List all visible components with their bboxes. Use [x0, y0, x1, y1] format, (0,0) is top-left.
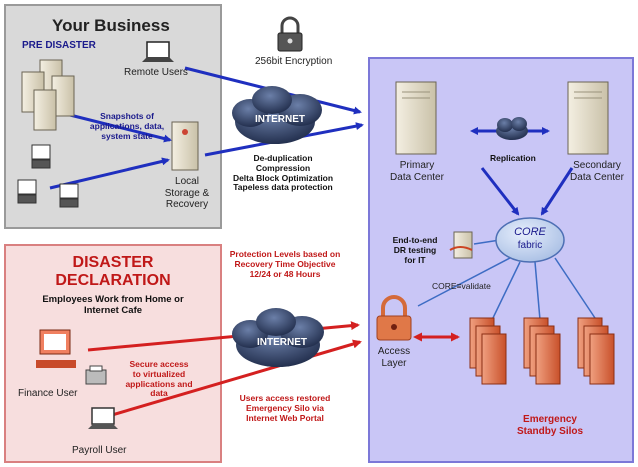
primary-line-1: Primary	[399, 160, 435, 171]
primary-line-2: Data Center	[390, 171, 444, 183]
users-access-line-2: Emergency Silo via	[246, 402, 324, 413]
access-layer-lock-icon	[376, 295, 412, 341]
internet-cloud-top	[232, 86, 322, 144]
core-label: CORE	[514, 226, 546, 238]
protection-levels-caption: Protection Levels based on Recovery Time…	[226, 249, 344, 279]
secure-access-line-2: to virtualized	[132, 368, 186, 379]
core-validate-label: CORE≡validate	[432, 281, 491, 291]
emergency-silo-rack-3	[577, 317, 615, 385]
arrow-servers-to-storage	[69, 113, 172, 143]
local-storage-line-1: Local	[175, 176, 199, 187]
local-storage-server-icon	[171, 121, 199, 171]
finance-user-label: Finance User	[18, 388, 78, 399]
primary-data-center-server-icon	[395, 81, 437, 155]
core-fabric-disk	[495, 217, 565, 263]
internet-label-bottom: INTERNET	[257, 337, 307, 348]
desktop-computers-icon	[17, 144, 79, 208]
emergency-silos-label: Emergency Standby Silos	[496, 414, 604, 437]
snapshots-line-3: system state	[101, 130, 153, 141]
protection-line-2: Recovery Time Objective	[234, 258, 336, 269]
link-core-to-silo-2	[534, 261, 541, 321]
internet-label-top: INTERNET	[255, 114, 305, 125]
snapshots-caption: Snapshots of applications, data, system …	[82, 111, 172, 141]
arrow-secondary-to-core	[540, 167, 574, 216]
users-access-line-1: Users access restored	[239, 393, 331, 403]
replication-cloud-icon	[496, 117, 528, 140]
disaster-title-line-1: DISASTER	[72, 254, 154, 271]
secondary-line-1: Secondary	[573, 160, 621, 171]
access-layer-line-1: Access	[377, 346, 411, 357]
protection-line-3: 12/24 or 48 Hours	[249, 268, 321, 279]
features-caption: De-duplication Compression Delta Block O…	[228, 153, 338, 193]
disaster-subtitle-line-1: Employees Work from Home or	[42, 294, 184, 305]
fabric-label: fabric	[517, 240, 543, 251]
finance-user-computer-icon	[36, 329, 76, 368]
dr-testing-caption: End-to-end DR testing for IT	[384, 235, 446, 265]
secondary-data-center-label: Secondary Data Center	[562, 160, 632, 183]
feature-deduplication: De-duplication	[253, 153, 313, 163]
users-access-line-3: Internet Web Portal	[246, 412, 324, 423]
emergency-line-1: Emergency	[523, 414, 577, 425]
padlock-icon	[277, 16, 303, 52]
dr-testing-line-1: End-to-end	[392, 235, 438, 245]
secure-access-caption: Secure access to virtualized application…	[116, 359, 202, 399]
secure-access-line-3: applications and	[125, 378, 193, 389]
disaster-title-line-2: DECLARATION	[55, 272, 171, 289]
secure-access-line-4: data	[150, 388, 168, 399]
remote-users-label: Remote Users	[124, 67, 188, 78]
link-core-to-silo-1	[491, 261, 521, 321]
snapshots-line-1: Snapshots of	[100, 111, 154, 121]
core-validate-server-icon	[449, 231, 473, 259]
pre-disaster-label: PRE DISASTER	[22, 40, 96, 51]
local-storage-line-3: Recovery	[165, 199, 209, 210]
disaster-subtitle: Employees Work from Home or Internet Caf…	[4, 294, 222, 317]
emergency-silo-rack-2	[523, 317, 561, 385]
local-storage-caption: Local Storage & Recovery	[164, 176, 210, 211]
arrow-desktops-to-storage	[49, 157, 170, 190]
feature-compression: Compression	[255, 162, 311, 173]
users-access-caption: Users access restored Emergency Silo via…	[232, 393, 338, 423]
payroll-user-laptop-icon	[88, 407, 118, 429]
access-layer-line-2: Layer	[381, 357, 407, 369]
arrow-primary-to-core	[480, 167, 520, 216]
access-layer-label: Access Layer	[372, 346, 416, 369]
emergency-silo-rack-1	[469, 317, 507, 385]
primary-data-center-label: Primary Data Center	[388, 160, 446, 183]
emergency-line-2: Standby Silos	[516, 425, 584, 437]
payroll-user-label: Payroll User	[72, 445, 127, 456]
secondary-data-center-server-icon	[567, 81, 609, 155]
secondary-line-2: Data Center	[570, 171, 624, 183]
local-storage-line-2: Storage &	[164, 187, 210, 199]
feature-tapeless: Tapeless data protection	[233, 182, 333, 193]
snapshots-line-2: applications, data,	[89, 120, 165, 131]
feature-delta-block: Delta Block Optimization	[232, 172, 334, 183]
link-core-to-access	[417, 257, 511, 307]
disaster-subtitle-line-2: Internet Cafe	[83, 304, 143, 316]
laptop-icon	[142, 41, 174, 62]
printer-icon	[85, 365, 107, 385]
dr-testing-line-3: for IT	[404, 254, 426, 265]
server-cluster-icon	[21, 59, 75, 131]
secure-access-line-1: Secure access	[129, 359, 189, 369]
replication-label: Replication	[490, 153, 536, 163]
protection-line-1: Protection Levels based on	[229, 249, 341, 259]
dr-testing-line-2: DR testing	[393, 244, 437, 255]
link-core-to-silo-3	[554, 257, 596, 319]
your-business-title: Your Business	[52, 16, 170, 35]
arrow-payroll-to-internet	[94, 339, 362, 422]
encryption-label: 256bit Encryption	[255, 56, 333, 67]
internet-cloud-bottom	[232, 308, 324, 367]
